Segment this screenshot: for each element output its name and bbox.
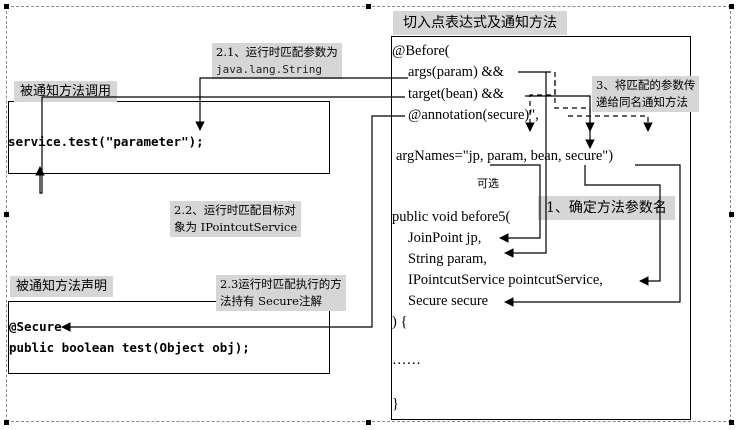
resize-handle-mid-right[interactable]: [729, 212, 734, 217]
line-close-brace: }: [392, 396, 399, 412]
resize-handle-bottom-center[interactable]: [366, 420, 371, 425]
arrow-target-to-bean: [525, 95, 595, 149]
note-1: 1、确定方法参数名: [538, 196, 675, 220]
decl-box: [8, 301, 330, 374]
line-param-string: String param,: [408, 251, 487, 267]
note-3-line2: 递给同名通知方法: [596, 95, 688, 109]
arrow-args-to-jp-param: [504, 71, 547, 258]
note-2-3: 2.3运行时匹配执行的方 法持有 Secure注解: [216, 275, 346, 311]
arrow-args-to-call: [195, 77, 408, 131]
dashed-arrow-secure: [568, 115, 653, 132]
resize-handle-top-center[interactable]: [366, 4, 371, 9]
call-box: [8, 101, 330, 174]
line-open-brace: ) {: [392, 314, 408, 330]
resize-handle-bottom-left[interactable]: [4, 420, 9, 425]
line-annotation: @annotation(secure)",: [408, 107, 539, 123]
arrow-argnames-secure: [504, 164, 681, 307]
decl-box-title: 被通知方法声明: [10, 276, 114, 297]
note-2-2: 2.2、运行时匹配目标对 象为 IPointcutService: [170, 201, 302, 237]
arrow-annotation-to-decl: [61, 115, 405, 332]
decl-code-signature: public boolean test(Object obj);: [9, 340, 250, 355]
line-param-secure: Secure secure: [408, 293, 489, 309]
note-2-1: 2.1、运行时匹配参数为 java.lang.String: [212, 43, 342, 79]
dashed-arrow-bean: [554, 80, 595, 132]
optional-label: 可选: [477, 177, 499, 190]
pointcut-box: [391, 36, 691, 420]
note-2-2-line1: 2.2、运行时匹配目标对: [174, 203, 296, 217]
resize-handle-bottom-right[interactable]: [729, 420, 734, 425]
resize-handle-top-right[interactable]: [729, 4, 734, 9]
line-args: args(param) &&: [408, 64, 504, 80]
line-method-signature: public void before5(: [392, 209, 511, 225]
resize-handle-mid-left[interactable]: [4, 212, 9, 217]
dashed-arrow-param: [525, 71, 556, 132]
arrow-target-to-call: [35, 96, 405, 194]
arrow-argnames-jp: [490, 164, 541, 243]
line-target: target(bean) &&: [408, 86, 504, 102]
note-2-1-line2: java.lang.String: [216, 63, 322, 76]
resize-handle-top-left[interactable]: [4, 4, 9, 9]
line-argnames: argNames="jp, param, bean, secure"): [396, 148, 614, 164]
note-3-line1: 3、将匹配的参数传: [596, 78, 696, 92]
note-2-3-line1: 2.3运行时匹配执行的方: [220, 277, 342, 291]
note-2-1-line1: 2.1、运行时匹配参数为: [216, 45, 338, 59]
line-before: @Before(: [392, 43, 450, 59]
call-code: service.test("parameter");: [8, 134, 204, 149]
arrow-argnames-bean: [584, 165, 661, 286]
line-param-service: IPointcutService pointcutService,: [408, 272, 603, 288]
note-2-2-line2: 象为 IPointcutService: [174, 220, 298, 234]
pointcut-box-title: 切入点表达式及通知方法: [393, 11, 567, 35]
note-3: 3、将匹配的参数传 递给同名通知方法: [592, 76, 700, 112]
line-param-jp: JoinPoint jp,: [408, 230, 482, 246]
note-2-3-line2: 法持有 Secure注解: [220, 294, 322, 308]
decl-code-annotation: @Secure: [9, 319, 62, 334]
line-ellipsis: ……: [392, 352, 421, 368]
